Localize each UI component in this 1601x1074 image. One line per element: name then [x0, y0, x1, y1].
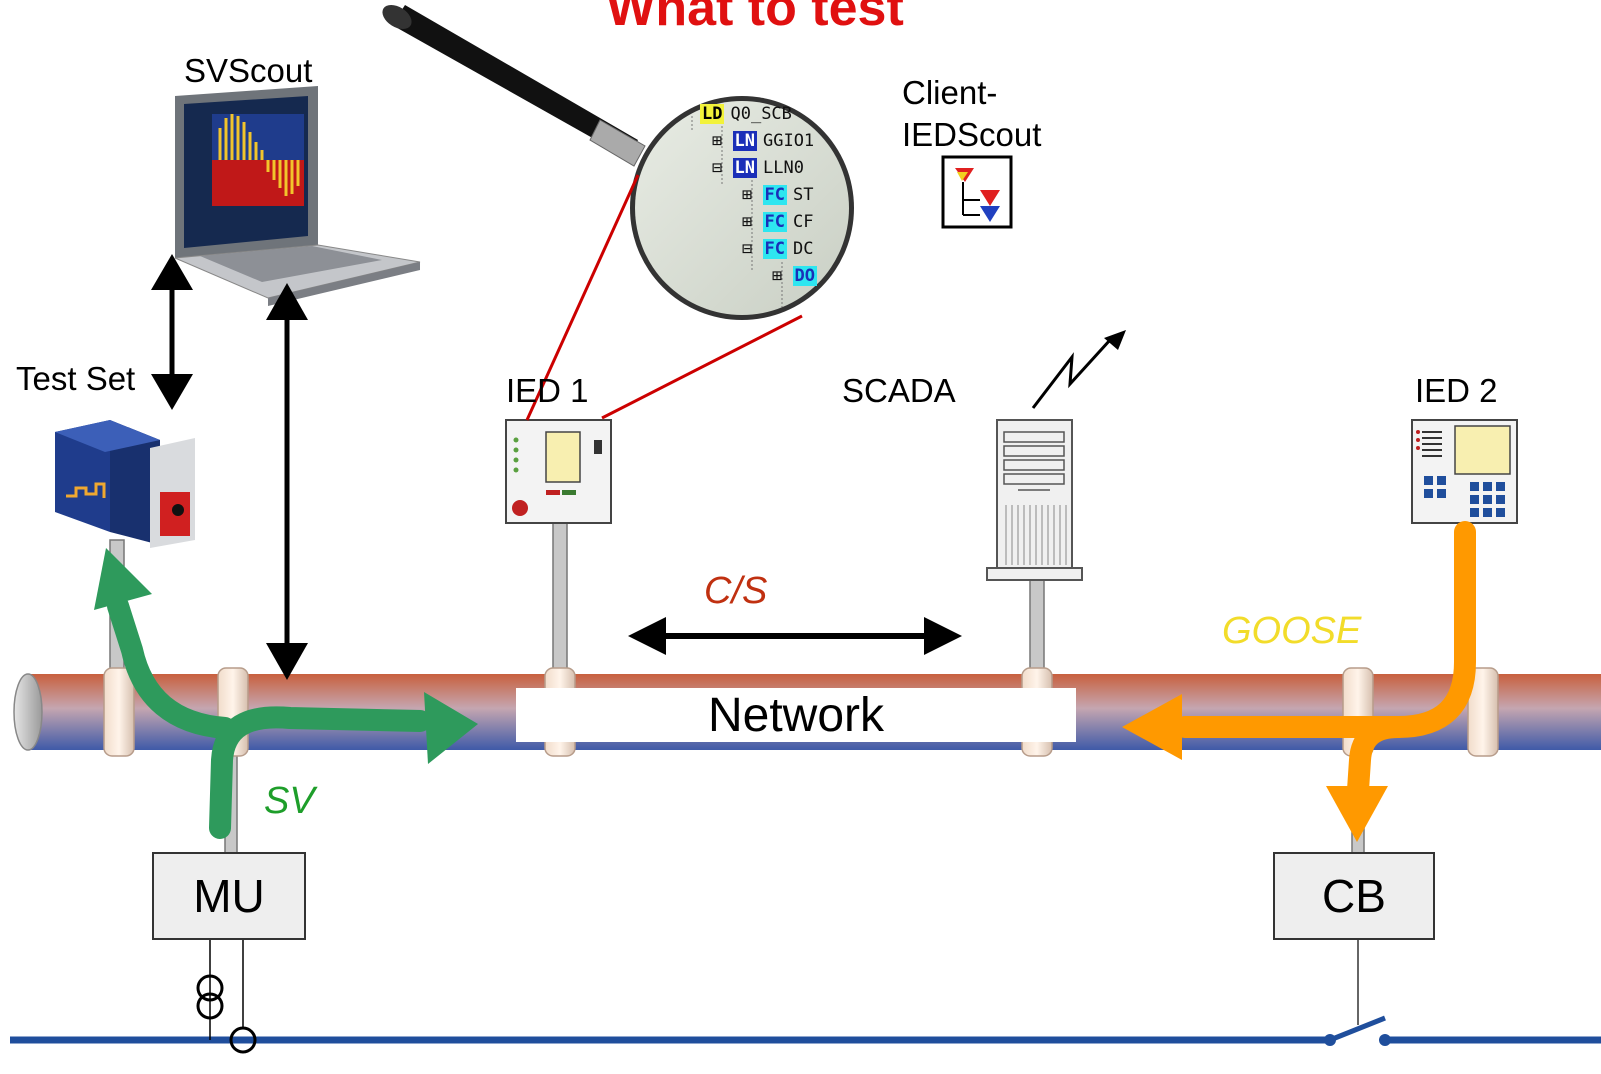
tree-tag-ld: LD: [700, 104, 725, 124]
ied2-device-icon: [1411, 419, 1518, 524]
expand-icon: ⊞: [742, 185, 753, 205]
test-set-label: Test Set: [16, 360, 136, 397]
collapse-icon: ⊟: [712, 158, 723, 178]
collapse-icon: ⊟: [742, 239, 753, 259]
network-label: Network: [516, 688, 1076, 742]
iedscout-icon: [941, 155, 1013, 229]
tree-tag-fc: FC: [762, 239, 787, 259]
tree-text: DC: [792, 239, 814, 259]
magnifier-icon: [382, 5, 854, 320]
tree-tag-ln: LN: [732, 131, 757, 151]
cb-box: CB: [1273, 852, 1435, 940]
ied1-label: IED 1: [506, 372, 589, 409]
goose-flow-arrows: [1122, 521, 1476, 842]
tree-tag-fc: FC: [762, 185, 787, 205]
zoom-callout-lines: [525, 174, 803, 421]
tree-tag-ln: LN: [732, 158, 757, 178]
tree-text: ST: [792, 185, 814, 205]
ied1-device-icon: [505, 419, 612, 524]
expand-icon: ⊞: [772, 266, 783, 286]
current-transformer-icon: [196, 940, 257, 1054]
tree-text: LLN0: [762, 158, 804, 178]
svscout-label: SVScout: [184, 52, 313, 89]
expand-icon: ⊞: [742, 212, 753, 232]
tree-row-do: ⊞ DO: [772, 266, 823, 293]
ied2-label: IED 2: [1415, 372, 1498, 409]
goose-flow-label: GOOSE: [1222, 610, 1362, 652]
mu-box: MU: [152, 852, 306, 940]
sv-flow-label: SV: [264, 780, 315, 822]
expand-icon: ⊞: [712, 131, 723, 151]
tree-text: GGIO1: [762, 131, 815, 151]
client-label-line1: Client-: [902, 74, 998, 111]
page-title: What to test: [606, 0, 904, 37]
client-label-line2: IEDScout: [902, 116, 1042, 153]
sv-flow-arrows: [94, 548, 478, 839]
test-set-device-icon: [55, 420, 195, 548]
connection-arrows: [151, 254, 962, 680]
scada-label: SCADA: [842, 372, 956, 409]
scada-server-icon: [986, 419, 1083, 581]
tree-text: CF: [792, 212, 814, 232]
wireless-link-icon: [1031, 330, 1126, 409]
tree-tag-do: DO: [792, 266, 817, 286]
cs-flow-label: C/S: [704, 570, 768, 612]
tree-text: Q0_SCB: [730, 104, 792, 124]
tree-tag-fc: FC: [762, 212, 787, 232]
laptop-icon: [174, 86, 421, 306]
